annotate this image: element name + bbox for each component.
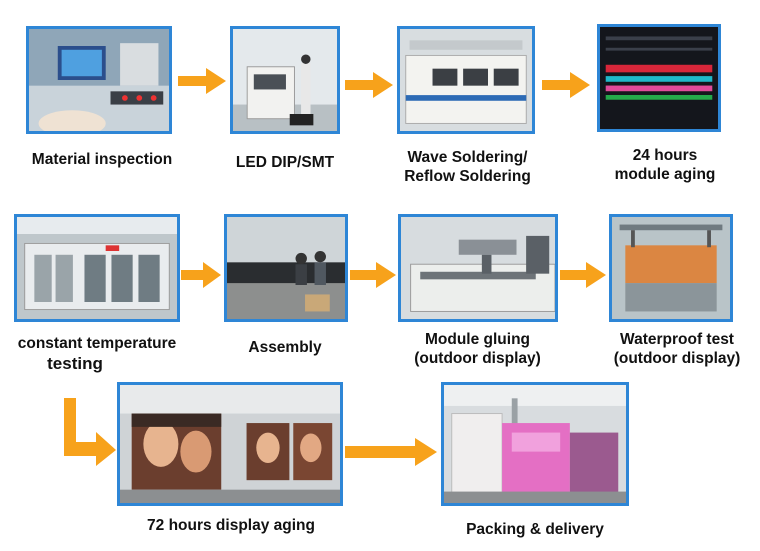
assembly-photo — [224, 214, 348, 322]
arrow-right-icon — [181, 262, 221, 288]
step-label-module-aging: 24 hours module aging — [600, 146, 730, 184]
label-line-2: Reflow Soldering — [404, 168, 531, 185]
label-line-1: Wave Soldering/ — [407, 149, 528, 166]
step-label-constant-temperature: constant temperature testing — [2, 334, 192, 373]
constant-temperature-photo — [14, 214, 180, 322]
module-gluing-photo — [398, 214, 558, 322]
module-aging-photo — [597, 24, 721, 132]
arrow-down-right-icon — [64, 398, 116, 466]
step-label-material-inspection: Material inspection — [31, 151, 173, 168]
display-aging-photo — [117, 382, 343, 506]
material-inspection-photo — [26, 26, 172, 134]
arrow-right-icon — [350, 262, 396, 288]
arrow-right-icon — [560, 262, 606, 288]
arrow-right-icon — [178, 68, 226, 94]
arrow-right-icon — [345, 438, 437, 466]
step-label-wave-soldering: Wave Soldering/ Reflow Soldering — [385, 148, 550, 186]
waterproof-test-photo — [609, 214, 733, 322]
step-label-module-gluing: Module gluing (outdoor display) — [395, 330, 560, 368]
label-line-1: constant temperature — [17, 335, 177, 352]
label-line-2: testing — [47, 354, 103, 373]
step-label-assembly: Assembly — [248, 339, 322, 356]
label-line-1: Waterproof test — [620, 331, 734, 348]
label-line-2: (outdoor display) — [613, 350, 741, 367]
arrow-right-icon — [542, 72, 590, 98]
label-line-2: (outdoor display) — [414, 350, 541, 367]
packing-delivery-photo — [441, 382, 629, 506]
arrow-right-icon — [345, 72, 393, 98]
led-dip-smt-photo — [230, 26, 340, 134]
wave-soldering-photo — [397, 26, 535, 134]
label-line-2: module aging — [614, 166, 716, 183]
step-label-led-dip-smt: LED DIP/SMT — [235, 154, 335, 171]
step-label-display-aging: 72 hours display aging — [147, 517, 315, 534]
label-line-1: Module gluing — [424, 331, 531, 348]
step-label-packing-delivery: Packing & delivery — [466, 521, 604, 538]
label-line-1: 24 hours — [632, 147, 698, 164]
step-label-waterproof-test: Waterproof test (outdoor display) — [596, 330, 758, 368]
